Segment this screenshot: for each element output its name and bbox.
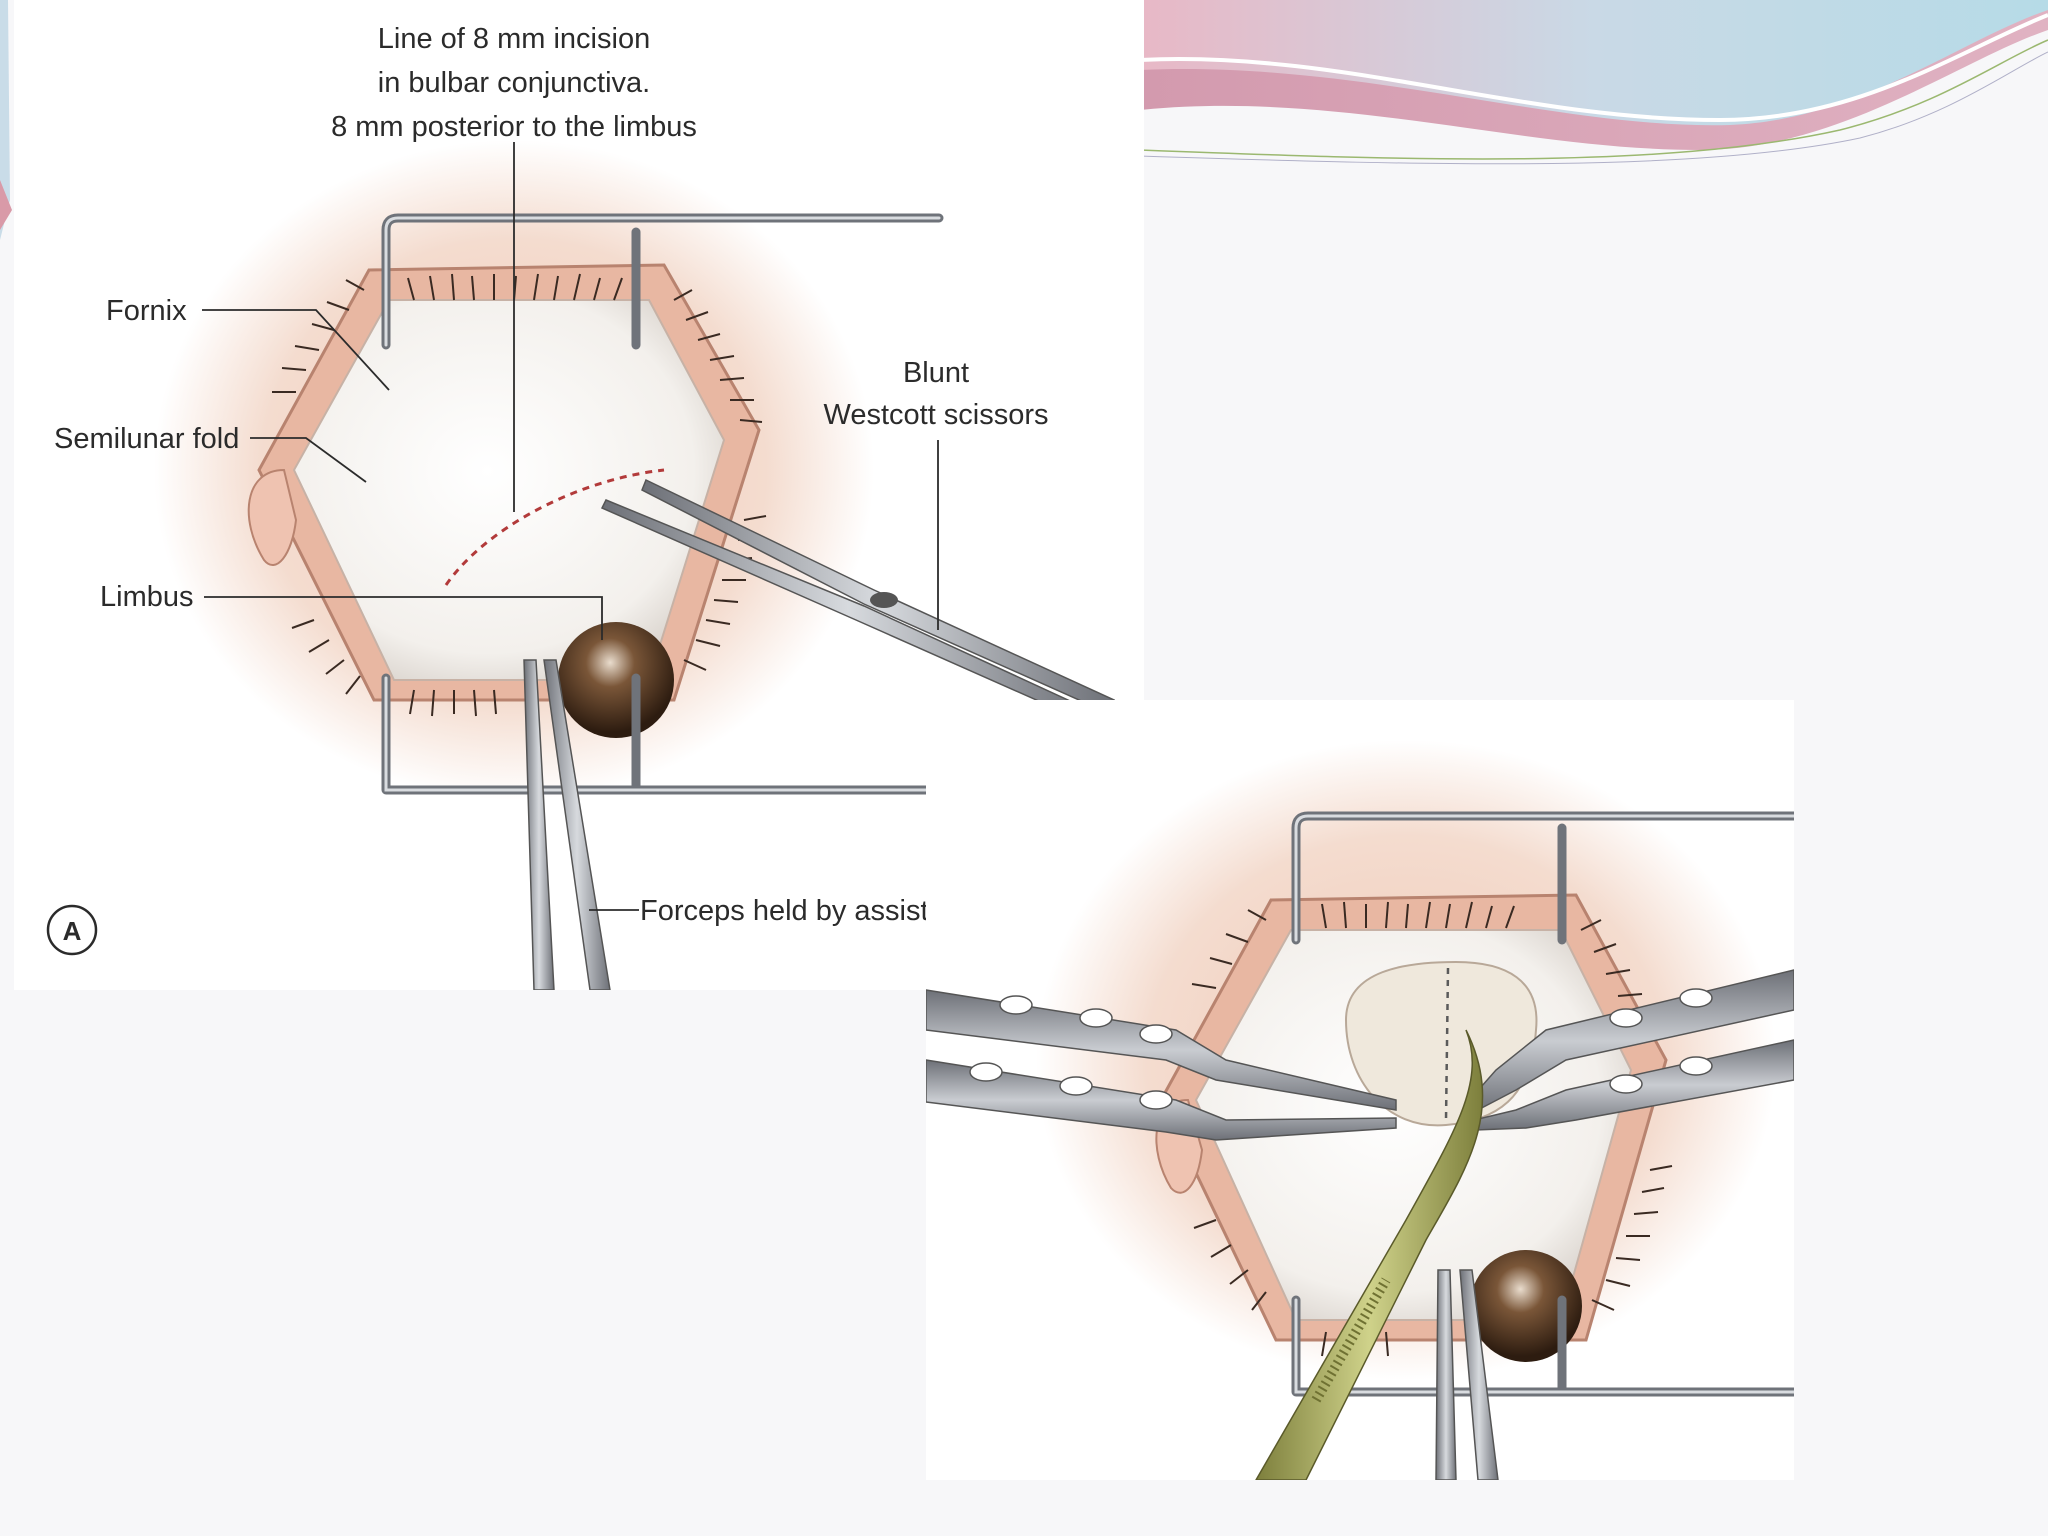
scissors-label-line-2: Westcott scissors xyxy=(823,399,1048,431)
fornix-label: Fornix xyxy=(106,295,187,327)
figure-b-illustration xyxy=(926,740,1794,1480)
corner-accent-decoration xyxy=(0,0,12,240)
right-retractor xyxy=(1464,969,1794,1131)
iris xyxy=(1470,1250,1582,1362)
leader-lines xyxy=(202,142,939,911)
upper-eyelashes xyxy=(1191,901,1652,1019)
panel-letter: A xyxy=(63,916,82,946)
assistant-forceps xyxy=(1435,1269,1499,1480)
figure-a-illustration: Line of 8 mm incision in bulbar conjunct… xyxy=(46,23,1116,990)
scissors-label-line-1: Blunt xyxy=(903,357,969,389)
incision-line xyxy=(1444,967,1450,1121)
incision-label-line-2: in bulbar conjunctiva. xyxy=(378,67,650,99)
incision-label-line-3: 8 mm posterior to the limbus xyxy=(331,111,697,143)
limbus-label: Limbus xyxy=(100,581,194,613)
upper-eyelashes xyxy=(272,273,763,423)
incision-line xyxy=(444,468,665,586)
forceps-label: Forceps held by assist xyxy=(640,895,929,927)
iris xyxy=(558,622,674,738)
figure-b-tenon-dissection xyxy=(926,700,1794,1480)
panel-letter-circle xyxy=(46,904,98,956)
assistant-forceps xyxy=(523,659,611,990)
semilunar-fold xyxy=(247,468,298,567)
incision-label-line-1: Line of 8 mm incision xyxy=(378,23,650,55)
left-retractor xyxy=(926,989,1397,1141)
header-wave-decoration xyxy=(1140,0,2048,165)
semilunar-fold-label: Semilunar fold xyxy=(54,423,239,455)
curved-instrument xyxy=(1255,1029,1484,1480)
figure-a-conjunctival-incision: Line of 8 mm incision in bulbar conjunct… xyxy=(14,0,1144,990)
